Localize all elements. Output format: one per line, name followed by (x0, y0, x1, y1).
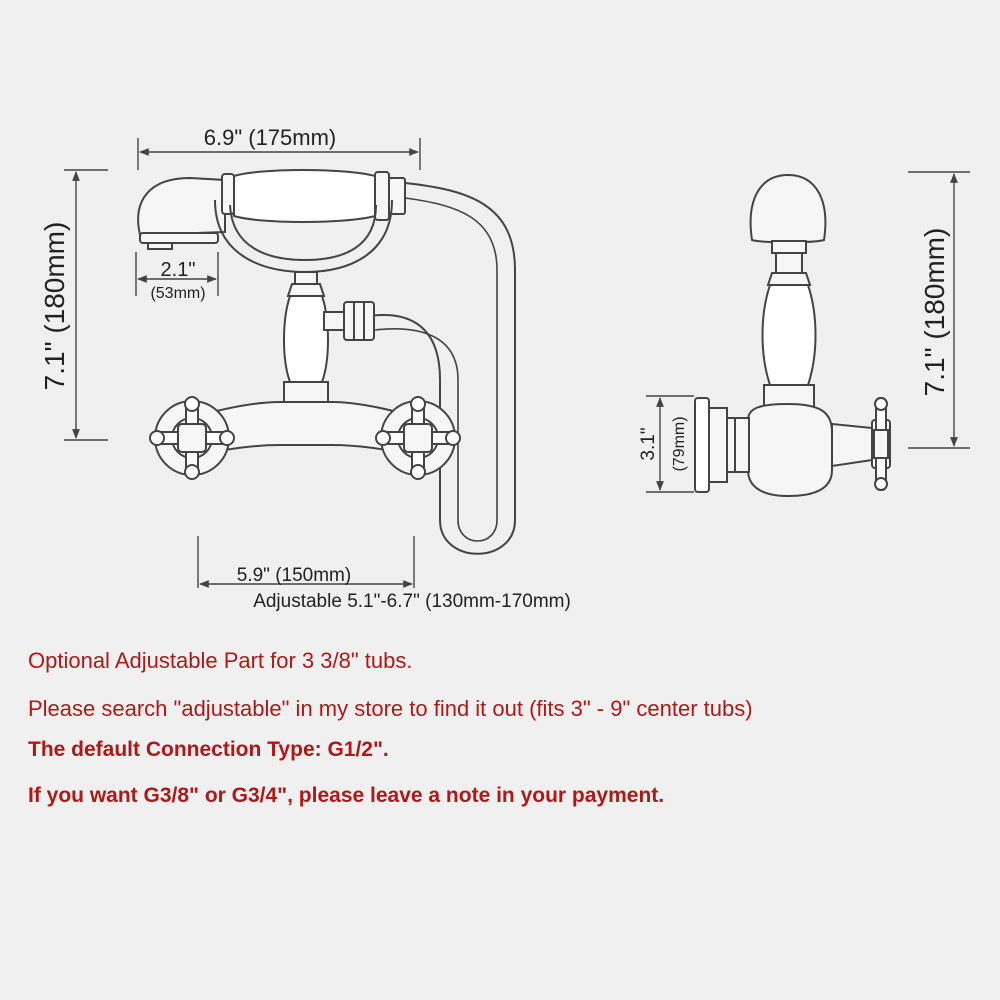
left-handle (149, 396, 235, 480)
side-body (747, 402, 833, 498)
dim-adjustable-range: Adjustable 5.1"-6.7" (130mm-170mm) (253, 591, 571, 612)
note-alternate-connection: If you want G3/8" or G3/4", please leave… (28, 784, 665, 807)
dim-front-height: 7.1" (180mm) (39, 222, 70, 391)
front-dimension-lines (64, 138, 421, 588)
side-stem (761, 284, 817, 386)
note-search-store: Please search "adjustable" in my store t… (28, 696, 753, 721)
front-view (137, 169, 516, 555)
dim-side-depth-mm: (79mm) (671, 416, 688, 471)
note-default-connection: The default Connection Type: G1/2". (28, 738, 389, 761)
hose-inner (374, 197, 498, 542)
hand-shower (137, 169, 406, 250)
side-cap (749, 173, 827, 244)
dim-head-width-mm: (53mm) (150, 285, 205, 302)
note-optional-part: Optional Adjustable Part for 3 3/8" tubs… (28, 648, 413, 673)
wall-flange (694, 397, 710, 493)
side-dimension-lines (646, 171, 970, 493)
side-view (694, 173, 891, 498)
hose (369, 182, 516, 555)
side-handle-shaft (831, 422, 873, 468)
dim-front-width: 6.9" (175mm) (204, 125, 337, 150)
dim-head-width-in: 2.1" (161, 259, 196, 281)
side-handle (871, 397, 891, 491)
dim-side-depth-in: 3.1" (638, 427, 659, 460)
right-handle (375, 396, 461, 480)
dim-side-height: 7.1" (180mm) (919, 228, 950, 397)
center-stem (283, 271, 375, 403)
dim-center-spacing: 5.9" (150mm) (237, 565, 351, 586)
